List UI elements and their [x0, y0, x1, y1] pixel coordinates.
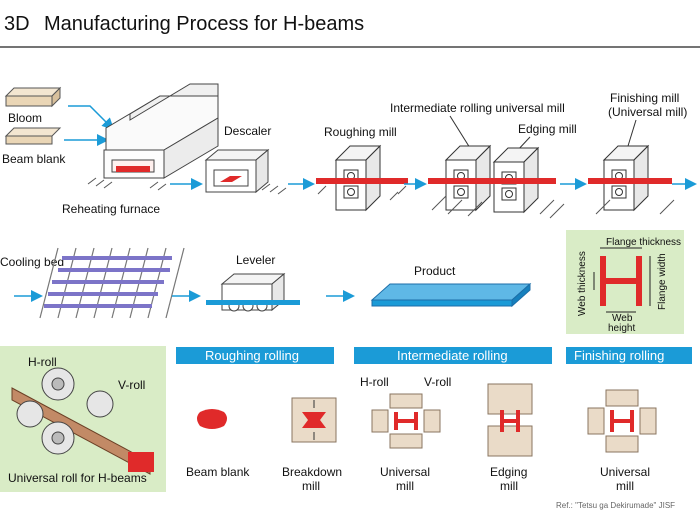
stage-universal-label-1: Universal [380, 465, 430, 479]
stage-header-finishing [566, 347, 692, 364]
product-label: Product [414, 264, 456, 278]
title-number: 3D [4, 13, 30, 35]
bloom-block [4, 86, 62, 108]
finishing-universal-label-1: Universal [600, 465, 650, 479]
finishing-mill-label-1: Finishing mill [610, 91, 679, 105]
page-title: Manufacturing Process for H-beams [44, 13, 364, 35]
beam-blank-label: Beam blank [2, 152, 66, 166]
finishing-mill-label-2: (Universal mill) [608, 105, 687, 119]
reheating-furnace-label: Reheating furnace [62, 202, 160, 216]
stage-beam-blank-label: Beam blank [186, 465, 250, 479]
stage-h-roll-label: H-roll [360, 375, 389, 389]
product-beam [370, 282, 532, 308]
flange-width-label: Flange width [657, 253, 668, 310]
breakdown-mill-label-2: mill [302, 479, 320, 493]
stage-v-roll-label: V-roll [424, 375, 451, 389]
edging-mill-section [487, 383, 533, 457]
breakdown-mill [291, 397, 337, 443]
beam-blank-shape [197, 409, 227, 429]
reference-note: Ref.: "Tetsu ga Dekirumade" JISF [556, 501, 675, 510]
intermediate-leader [449, 115, 471, 149]
finishing-universal-mill [587, 389, 657, 453]
stage-intermediate-label: Intermediate rolling [397, 348, 508, 363]
roughing-mill-label: Roughing mill [324, 125, 397, 139]
breakdown-mill-label-1: Breakdown [282, 465, 342, 479]
uroll-v-roll-label: V-roll [118, 378, 145, 392]
web-height-label-2: height [608, 323, 635, 334]
feed-arrow [68, 105, 115, 131]
finishing-rollers [595, 199, 675, 215]
uroll-h-roll-label: H-roll [28, 355, 57, 369]
roughing-rollers [317, 185, 407, 201]
stage-edging-label-2: mill [500, 479, 518, 493]
stage-edging-label-1: Edging [490, 465, 527, 479]
roughing-workpiece [316, 178, 408, 184]
universal-roll-illustration [11, 367, 154, 475]
leveler-label: Leveler [236, 253, 275, 267]
cooling-bed-label: Cooling bed [0, 255, 64, 269]
reheating-furnace [87, 83, 219, 191]
intermediate-mill-label: Intermediate rolling universal mill [390, 101, 565, 115]
descaler-rollers [261, 183, 287, 195]
flange-thickness-label: Flange thickness [606, 237, 681, 248]
intermediate-workpiece [428, 178, 556, 184]
uroll-caption: Universal roll for H-beams [8, 471, 147, 485]
finishing-leader [627, 119, 637, 147]
descaler [204, 148, 270, 194]
stage-universal-label-2: mill [396, 479, 414, 493]
web-height-label-1: Web [612, 313, 633, 324]
beam-blank-block [4, 127, 62, 145]
stage-header-roughing [176, 347, 334, 364]
finishing-universal-label-2: mill [616, 479, 634, 493]
stage-roughing-label: Roughing rolling [205, 348, 299, 363]
intermediate-rollers [431, 195, 565, 219]
descaler-label: Descaler [224, 124, 271, 138]
leveler [206, 272, 300, 312]
bloom-label: Bloom [8, 111, 42, 125]
cooling-bed [39, 247, 185, 319]
finishing-workpiece [588, 178, 672, 184]
stage-finishing-label: Finishing rolling [574, 348, 664, 363]
intermediate-universal-mill [371, 393, 441, 449]
web-thickness-label: Web thickness [577, 251, 588, 316]
hbeam-cross-section [593, 247, 651, 313]
edging-mill-label: Edging mill [518, 122, 577, 136]
stage-header-intermediate [354, 347, 552, 364]
